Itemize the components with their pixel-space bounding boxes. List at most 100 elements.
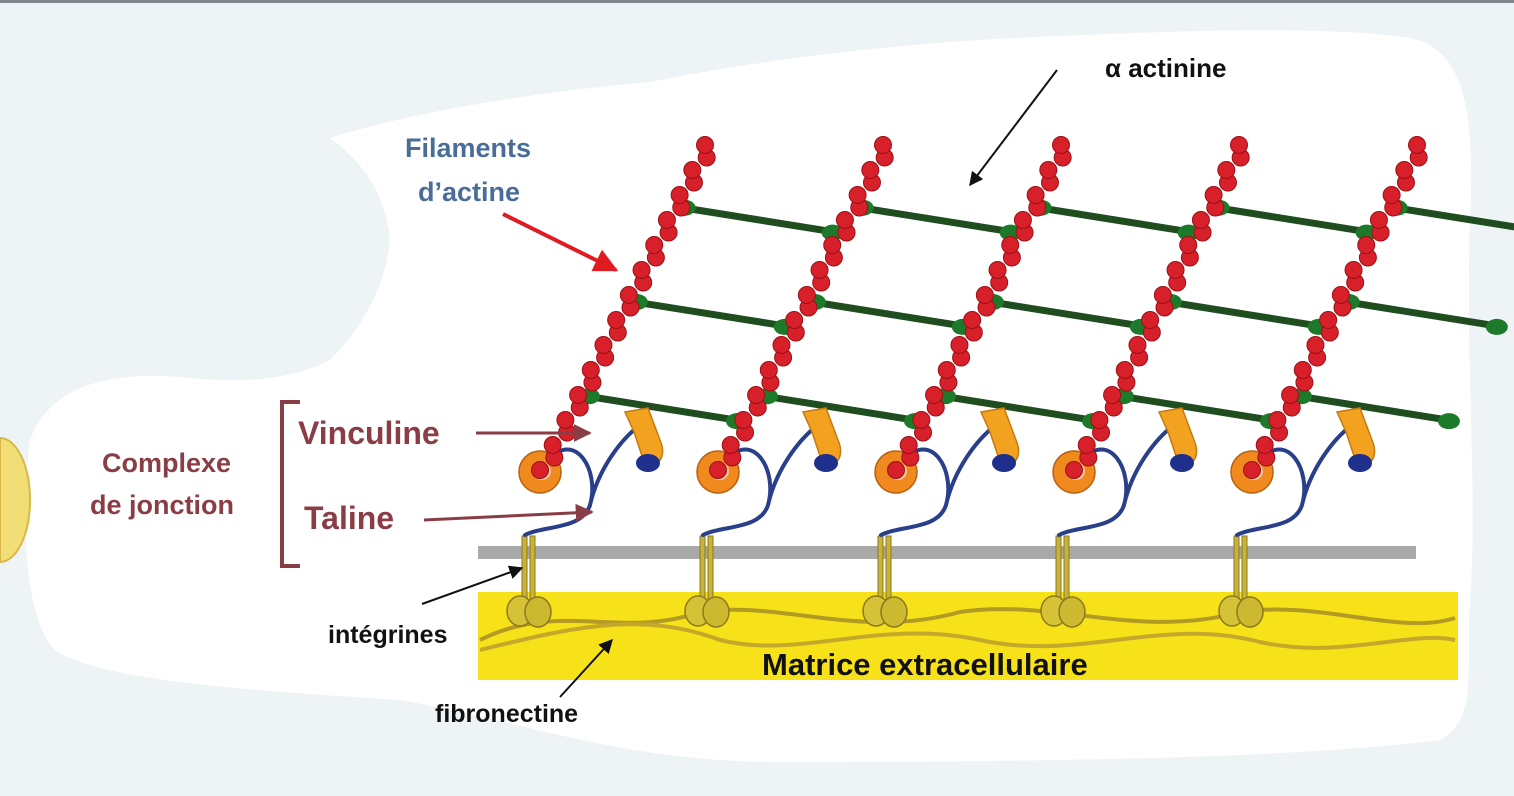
actinin-rod bbox=[755, 391, 925, 425]
actin-monomer bbox=[1039, 161, 1058, 179]
actin-monomer bbox=[950, 336, 969, 354]
actin-monomer bbox=[1026, 186, 1045, 204]
vinculin-binding-site bbox=[992, 454, 1016, 472]
actin-monomer bbox=[1166, 261, 1185, 279]
actin-monomer bbox=[670, 186, 689, 204]
actinin-rod bbox=[1029, 203, 1199, 237]
actin-monomer bbox=[657, 211, 676, 229]
actin-label-line1: Filaments bbox=[405, 133, 531, 163]
actin-monomer bbox=[1001, 236, 1020, 254]
actin-monomer bbox=[899, 436, 918, 454]
actinin-rod bbox=[803, 297, 973, 331]
actin-monomer bbox=[747, 386, 766, 404]
integrin-head bbox=[1058, 596, 1086, 628]
actinin-rod bbox=[1207, 203, 1377, 237]
actin-label-line2: d’actine bbox=[418, 177, 520, 207]
actinin-label: α actinine bbox=[1105, 53, 1226, 83]
actin-monomer bbox=[1090, 411, 1109, 429]
actin-monomer bbox=[810, 261, 829, 279]
actin-monomer bbox=[645, 236, 664, 254]
actin-monomer bbox=[1306, 336, 1325, 354]
actin-monomer bbox=[835, 211, 854, 229]
actin-monomer bbox=[1153, 286, 1172, 304]
actin-monomer bbox=[569, 386, 588, 404]
actin-monomer bbox=[772, 336, 791, 354]
integrins-label: intégrines bbox=[328, 621, 447, 649]
actinin-node bbox=[1485, 318, 1508, 335]
actin-monomer bbox=[581, 361, 600, 379]
actin-monomer bbox=[912, 411, 931, 429]
actinin-rod bbox=[1111, 391, 1281, 425]
actin-monomer bbox=[1319, 311, 1338, 329]
actin-monomer bbox=[1395, 161, 1414, 179]
actin-monomer bbox=[709, 461, 727, 479]
actinin-pointer-arrow bbox=[969, 69, 1058, 187]
top-border bbox=[0, 0, 1514, 3]
actin-monomer bbox=[848, 186, 867, 204]
actin-monomer bbox=[594, 336, 613, 354]
actinin-rod bbox=[1159, 297, 1329, 331]
talin-label: Taline bbox=[304, 500, 394, 536]
actin-monomer bbox=[1293, 361, 1312, 379]
actinin-node bbox=[821, 224, 844, 241]
actin-monomer bbox=[1103, 386, 1122, 404]
actin-monomer bbox=[1052, 136, 1070, 154]
integrin-head bbox=[880, 596, 908, 628]
fibronectin-label: fibronectine bbox=[435, 700, 578, 728]
actinin-rod bbox=[673, 203, 843, 237]
actin-pointer-arrow bbox=[502, 212, 619, 272]
actinin-rod bbox=[1289, 391, 1459, 425]
vinculin-binding-site bbox=[1348, 454, 1372, 472]
actinin-rod bbox=[933, 391, 1103, 425]
actin-monomer bbox=[1369, 211, 1388, 229]
actin-monomer bbox=[556, 411, 575, 429]
actinin-rod bbox=[625, 297, 795, 331]
actinin-rod bbox=[1337, 297, 1507, 331]
integrin-head bbox=[1236, 596, 1264, 628]
actin-monomer bbox=[1331, 286, 1350, 304]
integrin-head bbox=[524, 596, 552, 628]
actin-monomer bbox=[1179, 236, 1198, 254]
actin-monomer bbox=[1115, 361, 1134, 379]
actin-monomer bbox=[975, 286, 994, 304]
complex-label-line1: Complexe bbox=[102, 448, 231, 478]
integrin-pointer-arrow bbox=[421, 565, 524, 605]
actin-filaments bbox=[531, 136, 1428, 479]
matrix-label: Matrice extracellulaire bbox=[762, 647, 1088, 682]
actin-monomer bbox=[1204, 186, 1223, 204]
actin-monomer bbox=[543, 436, 562, 454]
actinin-node bbox=[999, 224, 1022, 241]
actin-monomer bbox=[607, 311, 626, 329]
fibronectin-pointer-arrow bbox=[559, 638, 613, 698]
talin-pointer-arrow bbox=[423, 503, 594, 522]
actin-monomer bbox=[925, 386, 944, 404]
actin-monomer bbox=[1357, 236, 1376, 254]
actin-monomer bbox=[823, 236, 842, 254]
integrin-head bbox=[702, 596, 730, 628]
actinin-rod bbox=[577, 391, 747, 425]
actin-monomer bbox=[988, 261, 1007, 279]
actin-monomer bbox=[1013, 211, 1032, 229]
fibronectin-fibers bbox=[479, 607, 1456, 652]
actin-monomer bbox=[1408, 136, 1426, 154]
actinin-node bbox=[1437, 413, 1460, 430]
actin-monomer bbox=[619, 286, 638, 304]
vinculin-binding-site bbox=[814, 454, 838, 472]
actinin-node bbox=[1355, 224, 1378, 241]
actin-monomer bbox=[721, 436, 740, 454]
actin-monomer bbox=[1191, 211, 1210, 229]
actinin-rod bbox=[851, 203, 1021, 237]
actin-monomer bbox=[696, 136, 714, 154]
fibronectin-fiber bbox=[479, 622, 1456, 652]
actin-monomer bbox=[683, 161, 702, 179]
actinin-rod bbox=[1385, 203, 1514, 231]
actin-monomer bbox=[937, 361, 956, 379]
junction-complex-bracket bbox=[280, 400, 300, 568]
actin-monomer bbox=[1255, 436, 1274, 454]
actin-monomer bbox=[1128, 336, 1147, 354]
actinin-node bbox=[1177, 224, 1200, 241]
actin-monomer bbox=[1344, 261, 1363, 279]
actin-monomer bbox=[759, 361, 778, 379]
